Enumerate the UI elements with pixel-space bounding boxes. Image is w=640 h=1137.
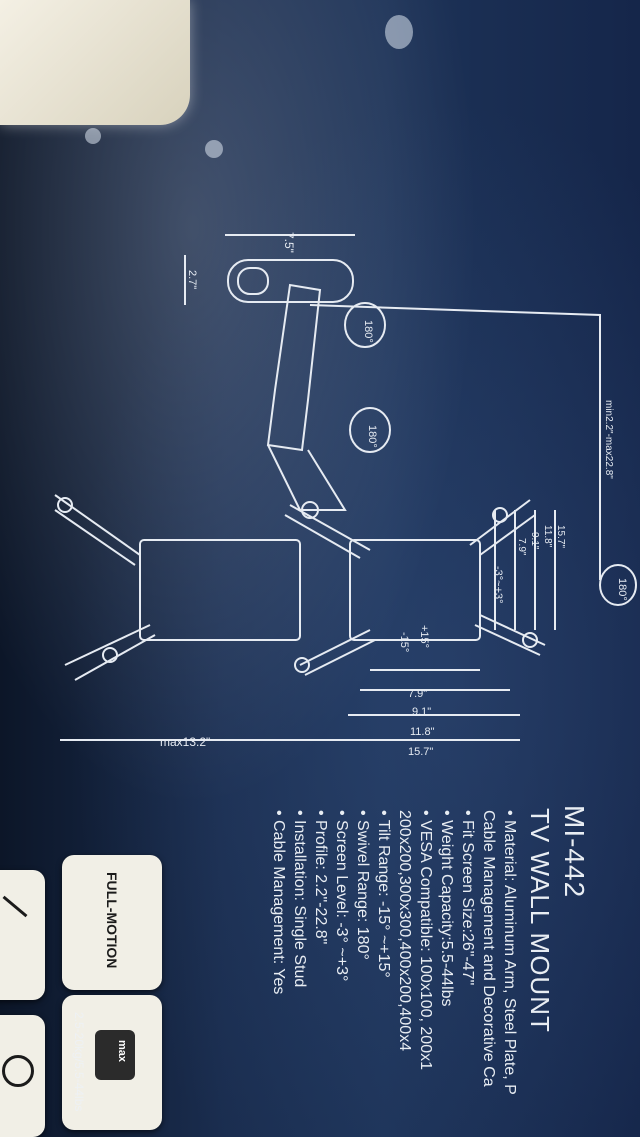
- spec-line: • Installation: Single Stud: [291, 810, 308, 988]
- bottom-dim-a: 7.9": [408, 688, 428, 700]
- spec-line: • Swivel Range: 180°: [354, 810, 371, 960]
- spec-line: • Screen Level: -3° ~+3°: [333, 810, 350, 982]
- dim-c: 9.1": [529, 532, 540, 550]
- rotate-label-3: 180°: [616, 578, 628, 601]
- rotate-label-1: 180°: [362, 320, 374, 343]
- rotate-label-2: 180°: [366, 425, 378, 448]
- left-plate-shape: [139, 539, 301, 641]
- product-name: TV WALL MOUNT: [525, 808, 555, 1033]
- dim-height-side: 2.7": [186, 270, 198, 290]
- weight-icon: [95, 1030, 135, 1080]
- spec-line: 200x200,300x300,400x200,400x4: [396, 810, 413, 1052]
- mount-diagram: [40, 210, 640, 790]
- profile-range: min2.2"-max22.8": [603, 400, 614, 479]
- bottom-dim-b: 9.1": [412, 706, 432, 718]
- water-stain: [205, 140, 223, 158]
- tilt-down: -15°: [398, 632, 410, 653]
- bottom-dim-d: 15.7": [408, 746, 434, 758]
- spec-line: • Material: Aluminum Arm, Steel Plate, P: [501, 810, 518, 1095]
- dim-a: 15.7": [555, 525, 566, 549]
- spec-line: • Cable Management: Yes: [270, 810, 287, 995]
- water-stain: [385, 15, 413, 49]
- spec-line: • Tilt Range: -15° ~+15°: [375, 810, 392, 978]
- full-motion-label: FULL-MOTION: [104, 872, 120, 969]
- tilt-badge: [0, 870, 45, 1000]
- mount-line-art: [54, 234, 637, 741]
- capacity-label: 2.5-20kg/5.5-44lbs: [72, 1012, 86, 1112]
- dim-d: 7.9": [516, 538, 527, 556]
- wall-plate-shape: [227, 259, 354, 303]
- full-motion-badge: [62, 855, 162, 990]
- bottom-dim-c: 11.8": [410, 726, 435, 738]
- dim-width-top: 7.5": [282, 232, 296, 253]
- paper-corner: [0, 0, 190, 125]
- swivel-icon: [2, 1055, 34, 1087]
- max-label: max: [116, 1040, 128, 1063]
- model-number: MI-442: [559, 805, 590, 899]
- right-plate-shape: [349, 539, 481, 641]
- max-extension: max13.2": [160, 735, 211, 749]
- spec-line: • VESA Compatible: 100x100, 200x1: [417, 810, 434, 1070]
- water-stain: [85, 128, 101, 144]
- spec-line: • Profile: 2.2"-22.8": [312, 810, 329, 945]
- spec-line: Cable Management and Decorative Ca: [480, 810, 497, 1087]
- level-range: -3°~+3°: [492, 566, 504, 604]
- dim-b: 11.8": [542, 525, 553, 548]
- spec-line: • Weight Capacity:5.5-44lbs: [438, 810, 455, 1007]
- tilt-up: +15°: [418, 625, 430, 649]
- spec-line: • Fit Screen Size:26"-47": [459, 810, 476, 986]
